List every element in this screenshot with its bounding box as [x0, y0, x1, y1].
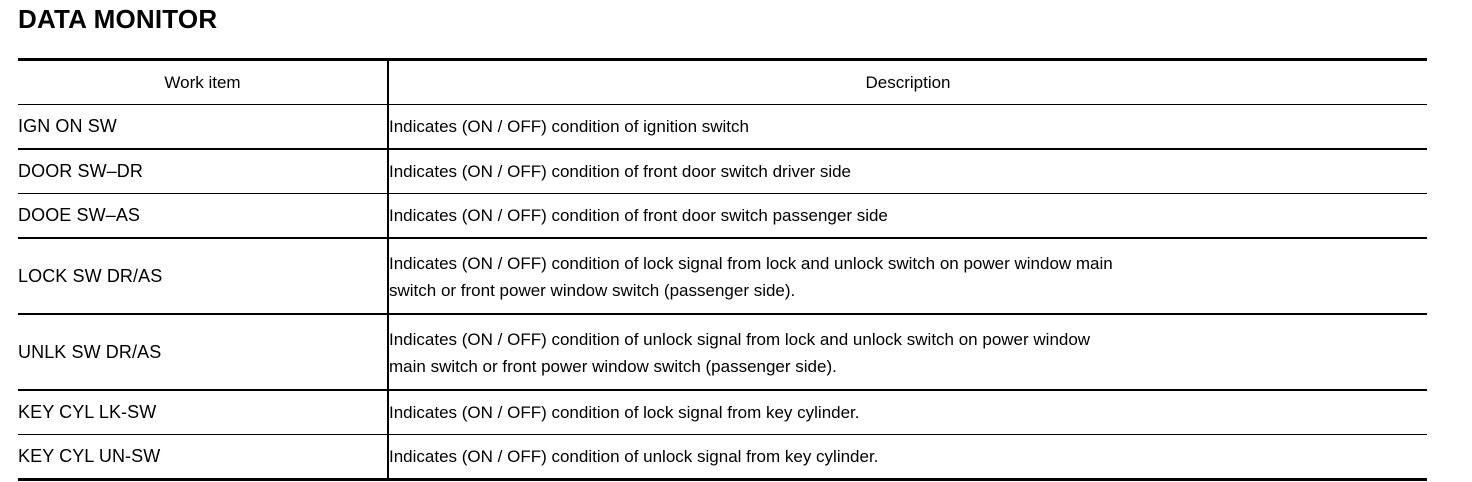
cell-work-item: LOCK SW DR/AS — [18, 238, 389, 315]
cell-work-item: DOOR SW–DR — [18, 149, 389, 194]
cell-description: Indicates (ON / OFF) condition of lock s… — [388, 390, 1427, 435]
cell-work-item: DOOE SW–AS — [18, 193, 389, 239]
description-line: switch or front power window switch (pas… — [389, 281, 796, 300]
cell-description: Indicates (ON / OFF) condition of unlock… — [388, 314, 1427, 391]
description-line: Indicates (ON / OFF) condition of unlock… — [389, 330, 1091, 349]
cell-description: Indicates (ON / OFF) condition of front … — [388, 149, 1427, 194]
cell-description: Indicates (ON / OFF) condition of lock s… — [388, 238, 1427, 315]
cell-work-item: UNLK SW DR/AS — [18, 314, 389, 391]
cell-description: Indicates (ON / OFF) condition of front … — [388, 193, 1427, 239]
cell-description: Indicates (ON / OFF) condition of igniti… — [388, 104, 1427, 150]
description-line: Indicates (ON / OFF) condition of front … — [389, 161, 852, 181]
column-header-description: Description — [388, 59, 1427, 105]
description-line: Indicates (ON / OFF) condition of lock s… — [389, 402, 860, 422]
cell-description: Indicates (ON / OFF) condition of unlock… — [388, 435, 1427, 480]
column-header-work-item: Work item — [18, 59, 389, 105]
page-title: DATA MONITOR — [18, 4, 218, 34]
table-header-row: Work item Description — [18, 59, 1427, 105]
cell-work-item: KEY CYL UN-SW — [18, 434, 389, 480]
description-line: Indicates (ON / OFF) condition of unlock… — [389, 446, 879, 466]
description-line: Indicates (ON / OFF) condition of front … — [389, 205, 888, 225]
description-line: Indicates (ON / OFF) condition of igniti… — [389, 116, 749, 136]
table-header: Work item Description — [18, 59, 1427, 105]
cell-work-item: KEY CYL LK-SW — [18, 390, 389, 435]
description-line: Indicates (ON / OFF) condition of lock s… — [389, 254, 1113, 273]
cell-work-item: IGN ON SW — [18, 104, 389, 150]
description-line: main switch or front power window switch… — [389, 357, 837, 376]
